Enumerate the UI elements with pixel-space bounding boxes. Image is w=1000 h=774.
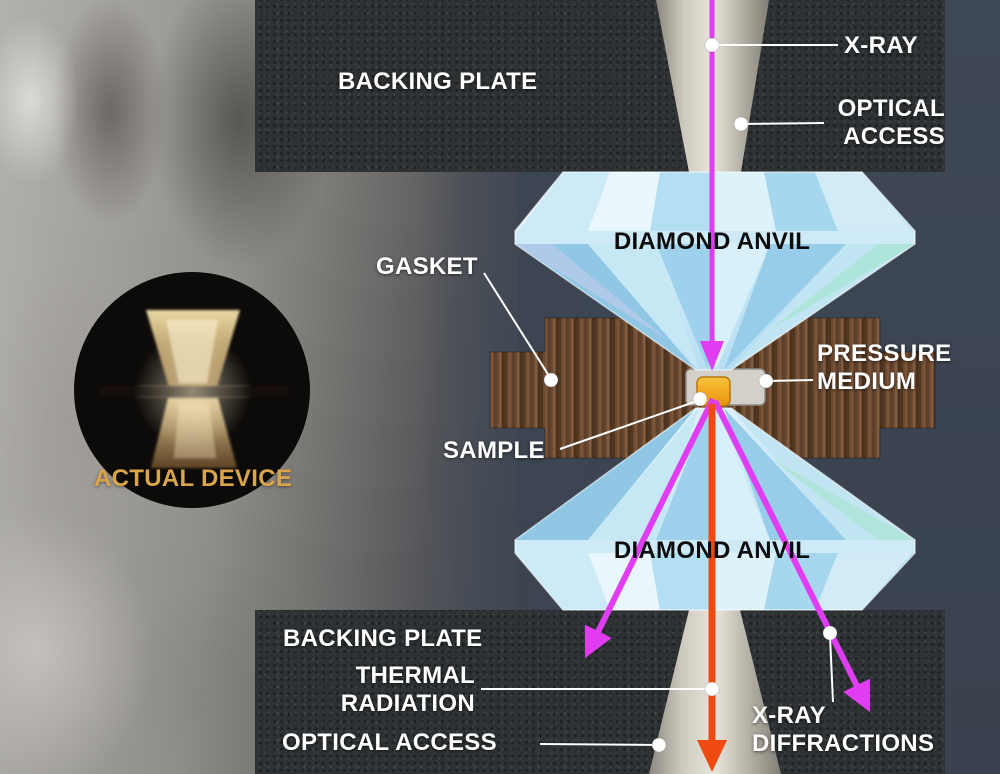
actual-device-viewport <box>74 272 310 508</box>
pointer-dots <box>543 37 838 753</box>
diamond-anvil-bottom-label: DIAMOND ANVIL <box>613 537 811 564</box>
backing-plate-top-block <box>255 0 945 172</box>
optical-access-top-label: OPTICAL ACCESS <box>837 95 945 151</box>
backing-plate-top-label: BACKING PLATE <box>338 68 538 95</box>
pressure-medium-pointer-dot <box>758 373 774 389</box>
gasket-label: GASKET <box>376 253 478 280</box>
backing-plate-bottom-label: BACKING PLATE <box>283 625 483 652</box>
sample-pointer-dot <box>692 391 708 407</box>
optical-top-pointer-line <box>740 122 825 125</box>
thermal-radiation-label: THERMAL RADIATION <box>340 662 475 718</box>
pressure-medium-pointer-line <box>765 379 814 382</box>
thermal-radiation-arrowhead <box>697 740 727 772</box>
sample-pointer-line <box>559 399 701 450</box>
optical-bottom-pointer-line <box>539 743 660 746</box>
pressure-medium-label: PRESSURE MEDIUM <box>817 340 952 396</box>
xray-diffraction-arrow-right <box>712 399 871 713</box>
diamond-anvil-top-label: DIAMOND ANVIL <box>613 228 811 255</box>
xray-pointer-dot <box>704 37 720 53</box>
thermal-pointer-dot <box>704 681 720 697</box>
gasket-pointer-dot <box>543 372 559 388</box>
actual-device-label: ACTUAL DEVICE <box>94 465 293 492</box>
optical-bottom-pointer-dot <box>651 737 667 753</box>
xray-label: X-RAY <box>844 32 918 59</box>
sample-label: SAMPLE <box>443 437 545 464</box>
photo-glow <box>135 333 251 449</box>
xray-diffraction-arrow-left <box>584 397 716 659</box>
optical-top-pointer-dot <box>733 116 749 132</box>
xray-diffractions-label: X-RAY DIFFRACTIONS <box>752 702 935 758</box>
diffractions-pointer-line <box>829 635 834 703</box>
optical-access-bottom-label: OPTICAL ACCESS <box>282 729 497 756</box>
diamond-anvil-top-shape <box>514 171 916 371</box>
pointer-lines <box>481 44 838 746</box>
xray-beam-arrowhead <box>700 341 724 371</box>
gasket-pointer-line <box>483 272 552 380</box>
diffractions-pointer-dot <box>822 625 838 641</box>
